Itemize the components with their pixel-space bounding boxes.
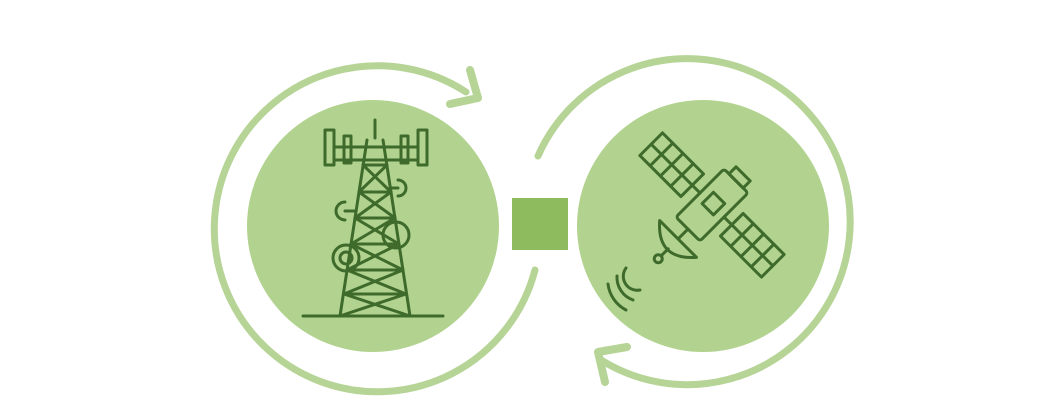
left-cycle-ring: [210, 62, 539, 396]
satellite-node: [577, 100, 829, 352]
right-cycle-ring: [534, 55, 854, 389]
bottom-cycle-arrow: [594, 343, 631, 386]
satellite-icon: [606, 131, 786, 312]
top-cycle-arrow: [446, 66, 482, 108]
cell-tower-node: [247, 100, 499, 352]
square-connector: [512, 198, 568, 250]
satellite-node-circle: [577, 100, 829, 352]
right-ring-arc: [534, 55, 854, 389]
left-ring-arc: [210, 62, 539, 396]
cell-tower-icon: [301, 118, 445, 318]
cell-tower-node-circle: [247, 100, 499, 352]
